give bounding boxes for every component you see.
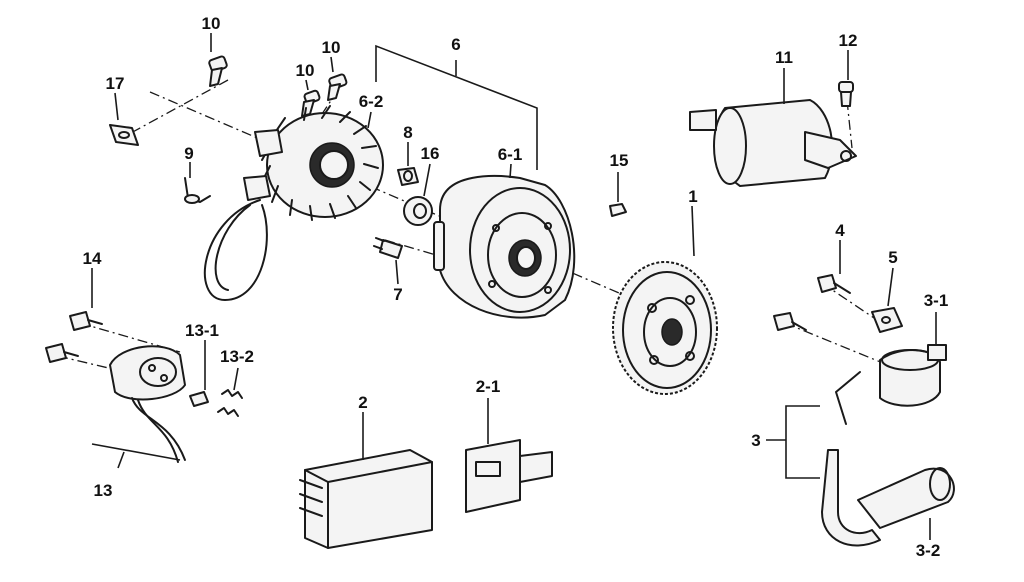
ring-gear-part-1 <box>612 261 718 395</box>
wire-clip-part-9 <box>184 177 211 204</box>
pin-part-13-1 <box>189 391 209 407</box>
screw-part-12 <box>838 81 854 107</box>
label-1: 1 <box>688 187 697 206</box>
label-3: 3 <box>751 431 760 450</box>
spring-part-13-2 <box>217 389 243 417</box>
label-9: 9 <box>184 144 193 163</box>
label-6-1: 6-1 <box>498 145 523 164</box>
screw-part-14-upper <box>69 311 103 331</box>
label-2: 2 <box>358 393 367 412</box>
label-4: 4 <box>835 221 845 240</box>
label-7: 7 <box>393 285 402 304</box>
leader-lines <box>91 33 937 540</box>
label-12: 12 <box>839 31 858 50</box>
key-part-15 <box>609 203 627 217</box>
screw-part-10-top <box>208 55 228 87</box>
label-2-1: 2-1 <box>476 377 501 396</box>
label-6: 6 <box>451 35 460 54</box>
bolt-part-4-lower <box>773 312 807 331</box>
label-13-2: 13-2 <box>220 347 254 366</box>
label-6-2: 6-2 <box>359 92 384 111</box>
label-5: 5 <box>888 248 897 267</box>
stator-part-6-2 <box>203 105 384 301</box>
label-10-right: 10 <box>322 38 341 57</box>
label-14: 14 <box>83 249 102 268</box>
screw-part-10-low <box>301 89 321 117</box>
axis-screw-12 <box>846 99 853 149</box>
nut-part-8 <box>397 167 419 186</box>
ignition-coil-part-3-1 <box>835 344 947 425</box>
label-8: 8 <box>403 123 412 142</box>
label-10-top: 10 <box>202 14 221 33</box>
bracket-part-5 <box>871 307 903 333</box>
regulator-part-2 <box>299 449 433 549</box>
connector-part-2-1 <box>465 439 553 513</box>
axis-screw-17 <box>117 79 229 141</box>
pulser-coil-part-13 <box>109 345 186 463</box>
label-10-left: 10 <box>296 61 315 80</box>
label-11: 11 <box>775 48 793 67</box>
starter-motor-part-11 <box>689 99 857 187</box>
label-3-2: 3-2 <box>916 541 941 560</box>
clip-part-17 <box>109 124 139 146</box>
label-16: 16 <box>421 144 440 163</box>
label-17: 17 <box>106 74 125 93</box>
label-15: 15 <box>610 151 629 170</box>
label-13-1: 13-1 <box>185 321 219 340</box>
flywheel-part-6-1 <box>433 175 576 319</box>
bolt-part-4-upper <box>817 274 851 294</box>
plug-cap-part-3-2 <box>821 449 955 547</box>
screw-part-10-mid <box>327 73 348 101</box>
label-3-1: 3-1 <box>924 291 949 310</box>
axis-coil-4 <box>821 282 881 323</box>
label-13: 13 <box>94 481 113 500</box>
screw-part-14-lower <box>45 343 79 363</box>
bolt-part-7 <box>373 237 403 259</box>
washer-part-16 <box>403 196 433 226</box>
